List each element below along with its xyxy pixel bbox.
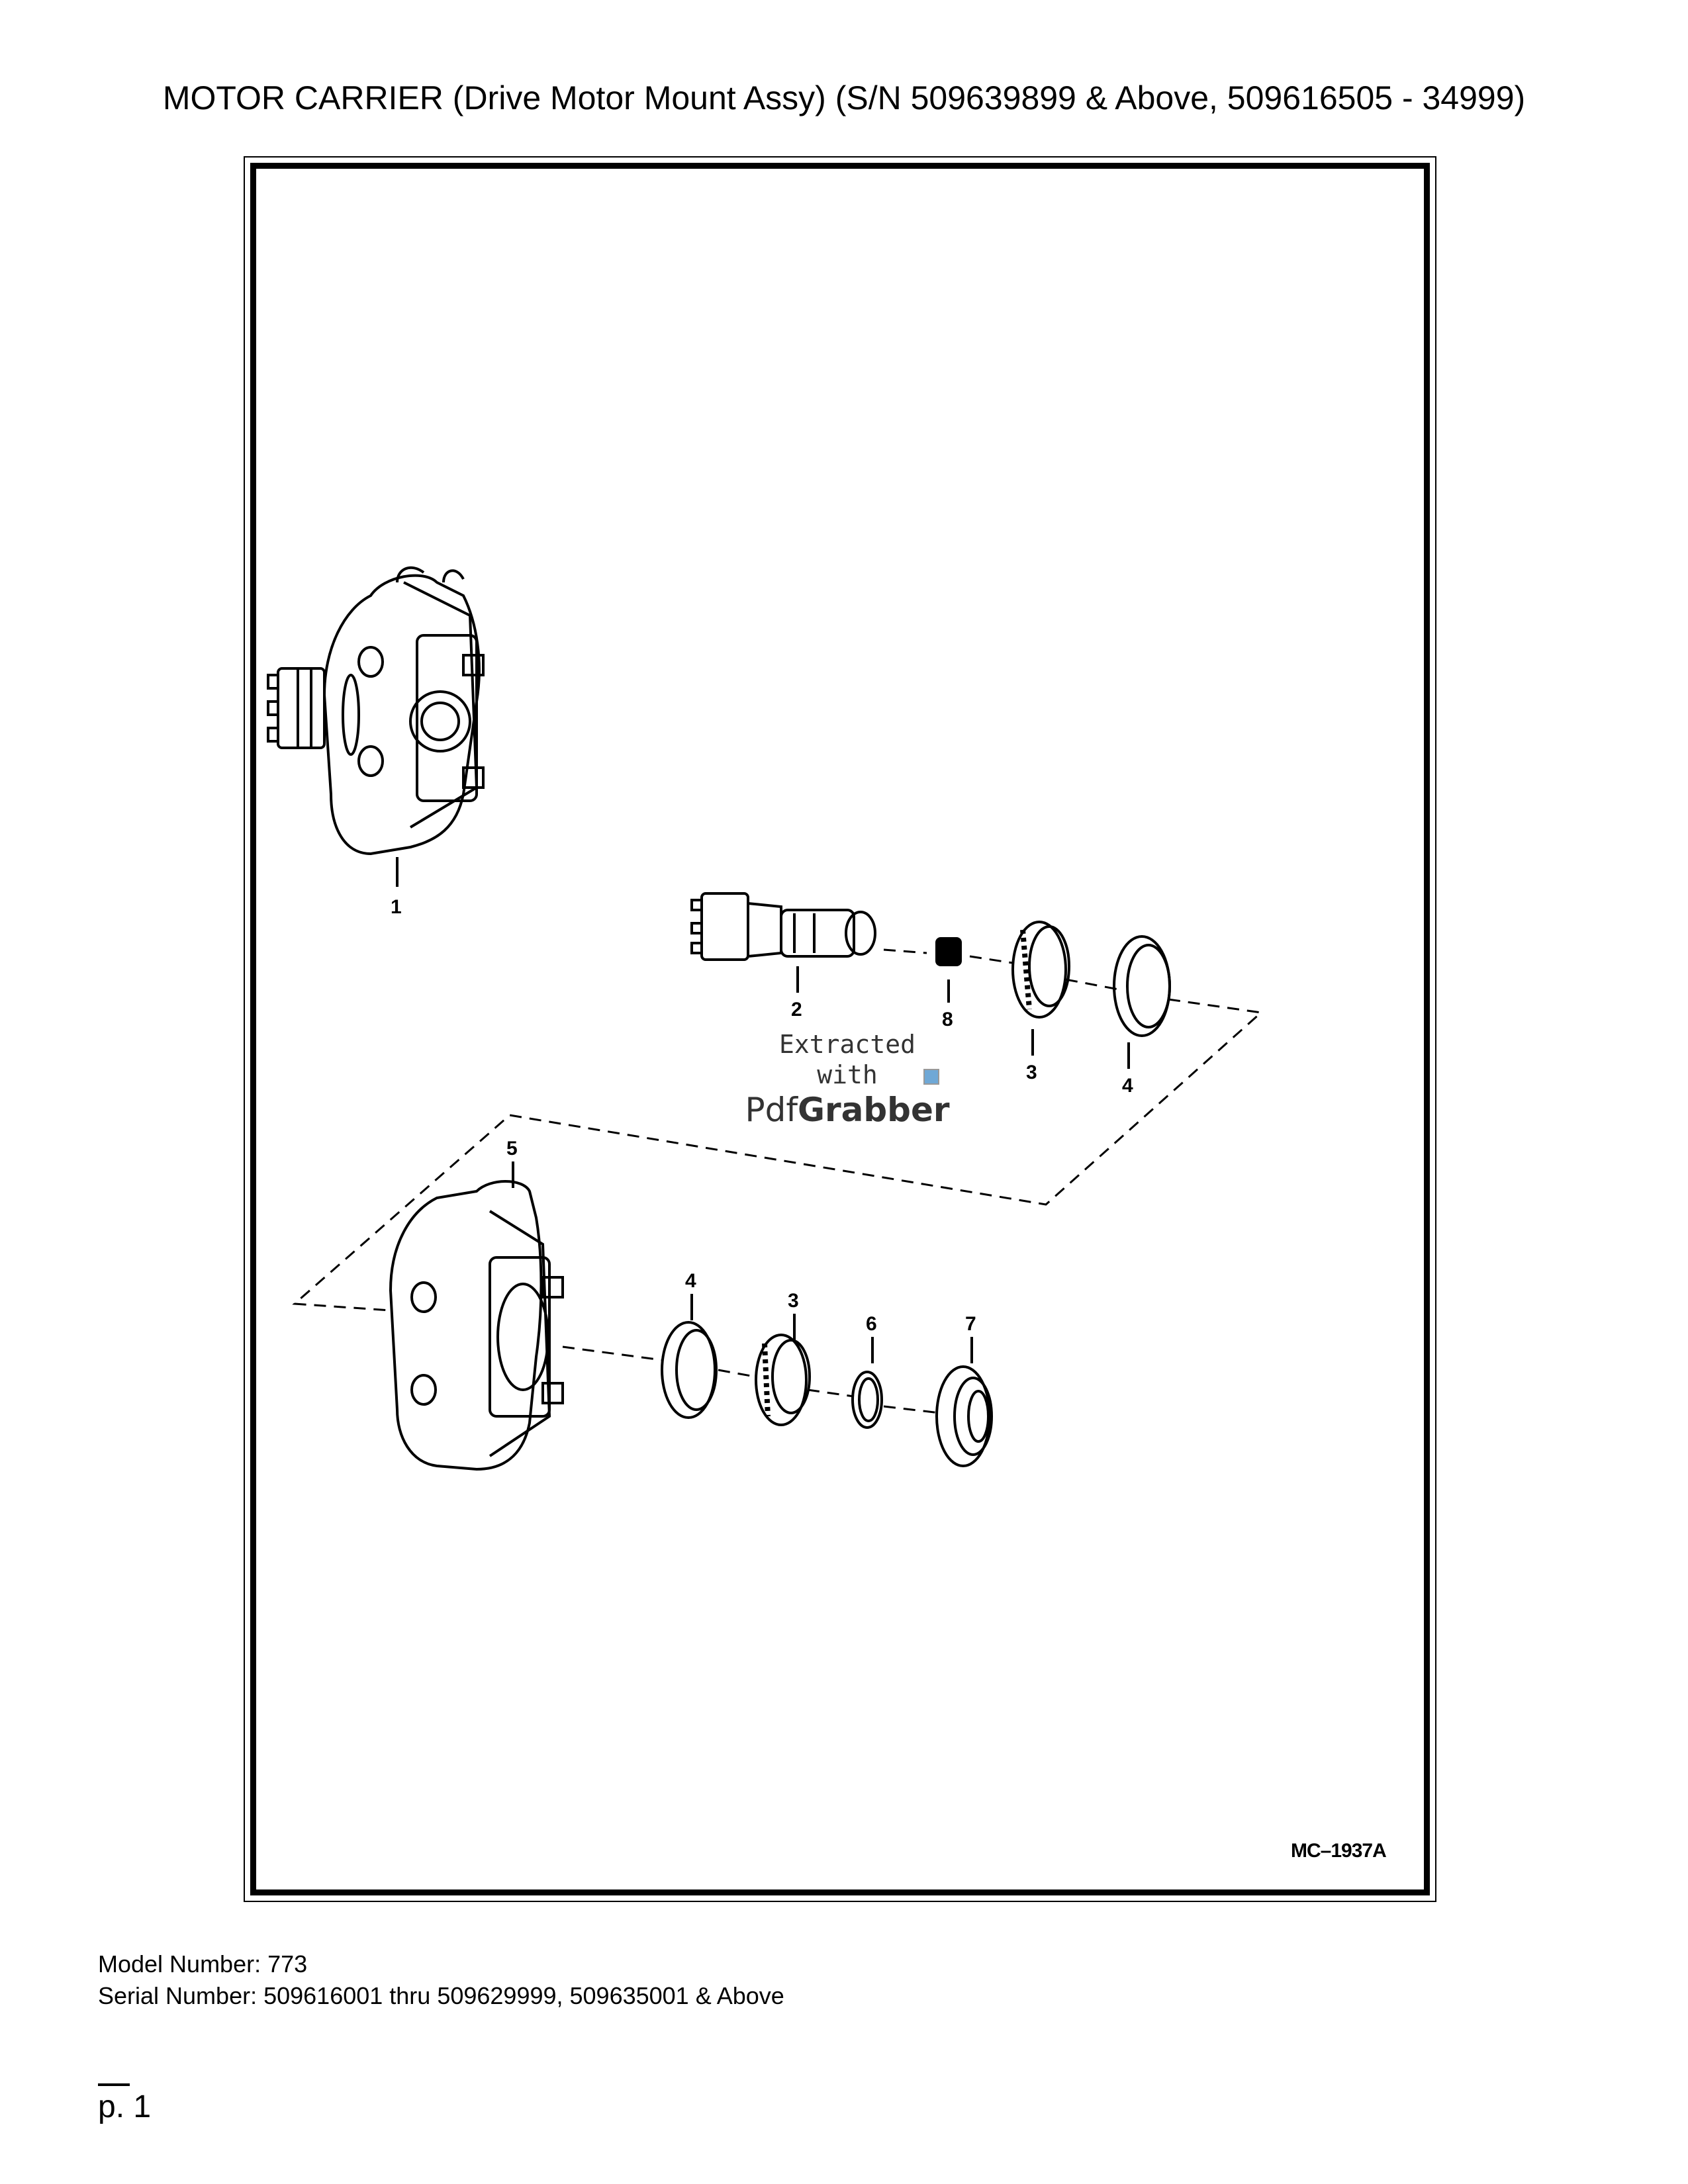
- part-1-motor-carrier-assembly: [267, 566, 485, 887]
- page-divider: [98, 2083, 130, 2086]
- callout-5: 5: [506, 1138, 518, 1160]
- part-5-motor-carrier-housing: [389, 1161, 564, 1471]
- part-3-bearing-lower: [755, 1314, 811, 1426]
- callout-6: 6: [866, 1313, 877, 1335]
- part-3-bearing-upper: [1011, 921, 1070, 1056]
- watermark-line-1: Extracted: [779, 1030, 915, 1059]
- watermark-brand-b: Grabber: [797, 1091, 950, 1129]
- callout-4-upper: 4: [1122, 1075, 1133, 1097]
- part-8-plug: [935, 937, 962, 1003]
- callout-7: 7: [965, 1313, 976, 1335]
- model-number: Model Number: 773: [98, 1950, 308, 1978]
- watermark-icon: [923, 1069, 939, 1085]
- callout-labels: 1 2 8 3 4 5 4 3 6 7: [391, 896, 1133, 1335]
- watermark-brand: PdfGrabber: [728, 1090, 966, 1130]
- figure-frame-outer: [244, 156, 1436, 1902]
- page-title: MOTOR CARRIER (Drive Motor Mount Assy) (…: [162, 79, 1526, 116]
- callout-8: 8: [942, 1009, 953, 1030]
- serial-number: Serial Number: 509616001 thru 509629999,…: [98, 1982, 784, 2009]
- watermark-line-2: with: [817, 1060, 878, 1089]
- part-4-bearing-cup-upper: [1113, 935, 1171, 1069]
- part-7-seal: [935, 1337, 993, 1467]
- callout-3-lower: 3: [788, 1290, 799, 1312]
- watermark-brand-a: Pdf: [745, 1091, 798, 1129]
- watermark: Extracted with PdfGrabber: [728, 1029, 966, 1130]
- part-2-sprocket-shaft: [690, 892, 876, 993]
- callout-3-upper: 3: [1026, 1062, 1037, 1083]
- callout-2: 2: [791, 999, 802, 1021]
- figure-id: MC–1937A: [1291, 1840, 1387, 1862]
- callout-1: 1: [391, 896, 402, 918]
- part-6-snap-ring: [851, 1337, 883, 1429]
- figure-frame: [250, 163, 1430, 1895]
- part-4-bearing-cup-lower: [661, 1294, 718, 1419]
- page-number: p. 1: [98, 2089, 152, 2124]
- callout-4-lower: 4: [685, 1270, 696, 1292]
- assembly-dashed-lines: [292, 948, 1264, 1414]
